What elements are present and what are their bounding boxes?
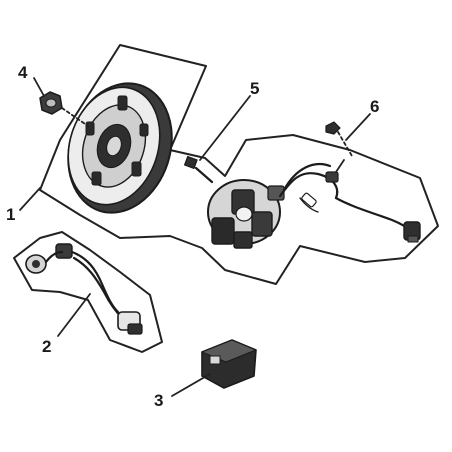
callout-4: 4 — [18, 63, 28, 82]
stator-wiring — [278, 163, 421, 243]
assembly-group-outline — [39, 44, 439, 285]
stator-bolt — [183, 155, 214, 184]
leader-4 — [33, 77, 45, 97]
pickup-coil-harness — [25, 243, 143, 335]
leader-5 — [199, 95, 251, 161]
callout-3: 3 — [154, 391, 163, 410]
pickup-bolt — [325, 121, 353, 183]
flywheel-nut — [39, 91, 89, 127]
callout-1: 1 — [6, 205, 15, 224]
leader-2 — [57, 293, 91, 337]
callout-5: 5 — [250, 79, 259, 98]
leader-6 — [345, 113, 371, 141]
stator-coil — [207, 179, 285, 249]
callout-6: 6 — [370, 97, 379, 116]
leader-3 — [171, 373, 211, 397]
connector-block — [201, 339, 257, 389]
leader-1 — [19, 187, 41, 211]
callout-2: 2 — [42, 337, 51, 356]
harness-group-outline — [13, 231, 163, 353]
flywheel — [67, 82, 173, 214]
